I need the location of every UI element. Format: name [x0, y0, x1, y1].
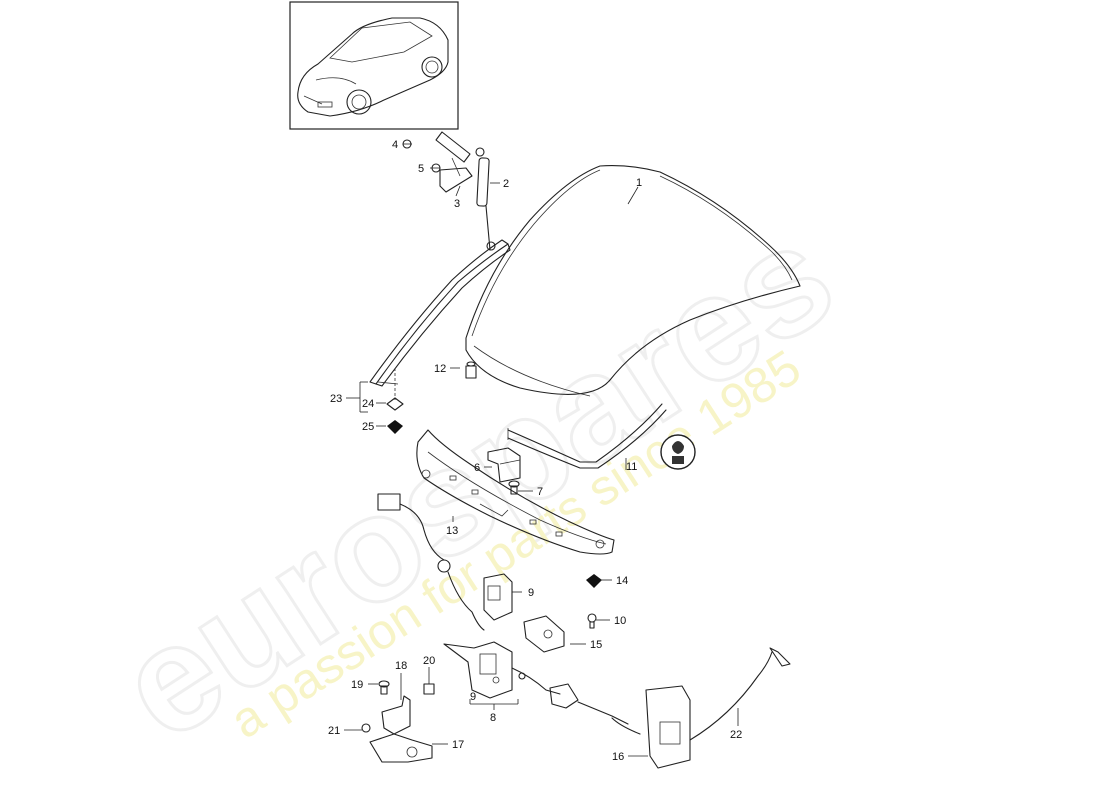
bolt-7: [508, 480, 520, 495]
buffer-12: [465, 361, 477, 379]
callout-19: 19: [351, 679, 363, 691]
callout-11: 11: [626, 461, 637, 473]
lock-carrier-panel: [416, 429, 615, 555]
callout-6: 6: [474, 462, 480, 474]
watermark: eurospares a passion for parts since 198…: [89, 189, 862, 773]
callout-18: 18: [395, 660, 407, 672]
lock-bracket-9-upper: [483, 573, 513, 621]
callout-17: 17: [452, 739, 464, 751]
callout-5: 5: [418, 163, 424, 175]
screw-19: [378, 680, 390, 695]
callout-14: 14: [616, 575, 628, 587]
release-cable-connector: [377, 493, 485, 631]
callout-15: 15: [590, 639, 602, 651]
callout-23: 23: [330, 393, 342, 405]
bracket-18: [381, 695, 411, 735]
actuator-17: [369, 733, 433, 763]
clip-20: [423, 683, 435, 695]
callout-3: 3: [454, 198, 460, 210]
clip-14-shape: [586, 574, 602, 588]
callout-25: 25: [362, 421, 374, 433]
callout-4: 4: [392, 139, 398, 151]
callout-labels: 1 2 3 4 5 6 7 8 9 9 10 11 12 13 14 15 16…: [328, 139, 742, 763]
hood-seal: [507, 403, 667, 469]
clip-25-shape: [387, 420, 403, 434]
callout-16: 16: [612, 751, 624, 763]
callout-7: 7: [537, 486, 543, 498]
callout-21: 21: [328, 725, 340, 737]
side-seal-strip: [369, 239, 511, 434]
bracket-6: [487, 447, 521, 483]
release-lever-assembly: [549, 647, 791, 769]
callout-9-upper: 9: [528, 587, 534, 599]
callout-9-lower: 9: [470, 691, 476, 703]
hood-strut-and-hinge: [402, 131, 496, 251]
callout-10: 10: [614, 615, 626, 627]
callout-20: 20: [423, 655, 435, 667]
nut-10: [587, 613, 597, 629]
callout-1: 1: [636, 177, 642, 189]
grease-symbol-icon: [660, 434, 696, 470]
hood-lock-assembly: [443, 641, 561, 699]
callout-8: 8: [490, 712, 496, 724]
leader-lines: [344, 143, 739, 757]
bracket-15: [523, 615, 565, 653]
clip-24-shape: [386, 397, 404, 411]
screw-21: [361, 723, 371, 733]
callout-12: 12: [434, 363, 446, 375]
callout-2: 2: [503, 178, 509, 190]
callout-22: 22: [730, 729, 742, 741]
watermark-brand: eurospares: [91, 190, 861, 771]
callout-24: 24: [362, 398, 374, 410]
callout-13: 13: [446, 525, 458, 537]
front-hood-lid: [465, 165, 801, 397]
car-thumbnail: [289, 1, 459, 130]
